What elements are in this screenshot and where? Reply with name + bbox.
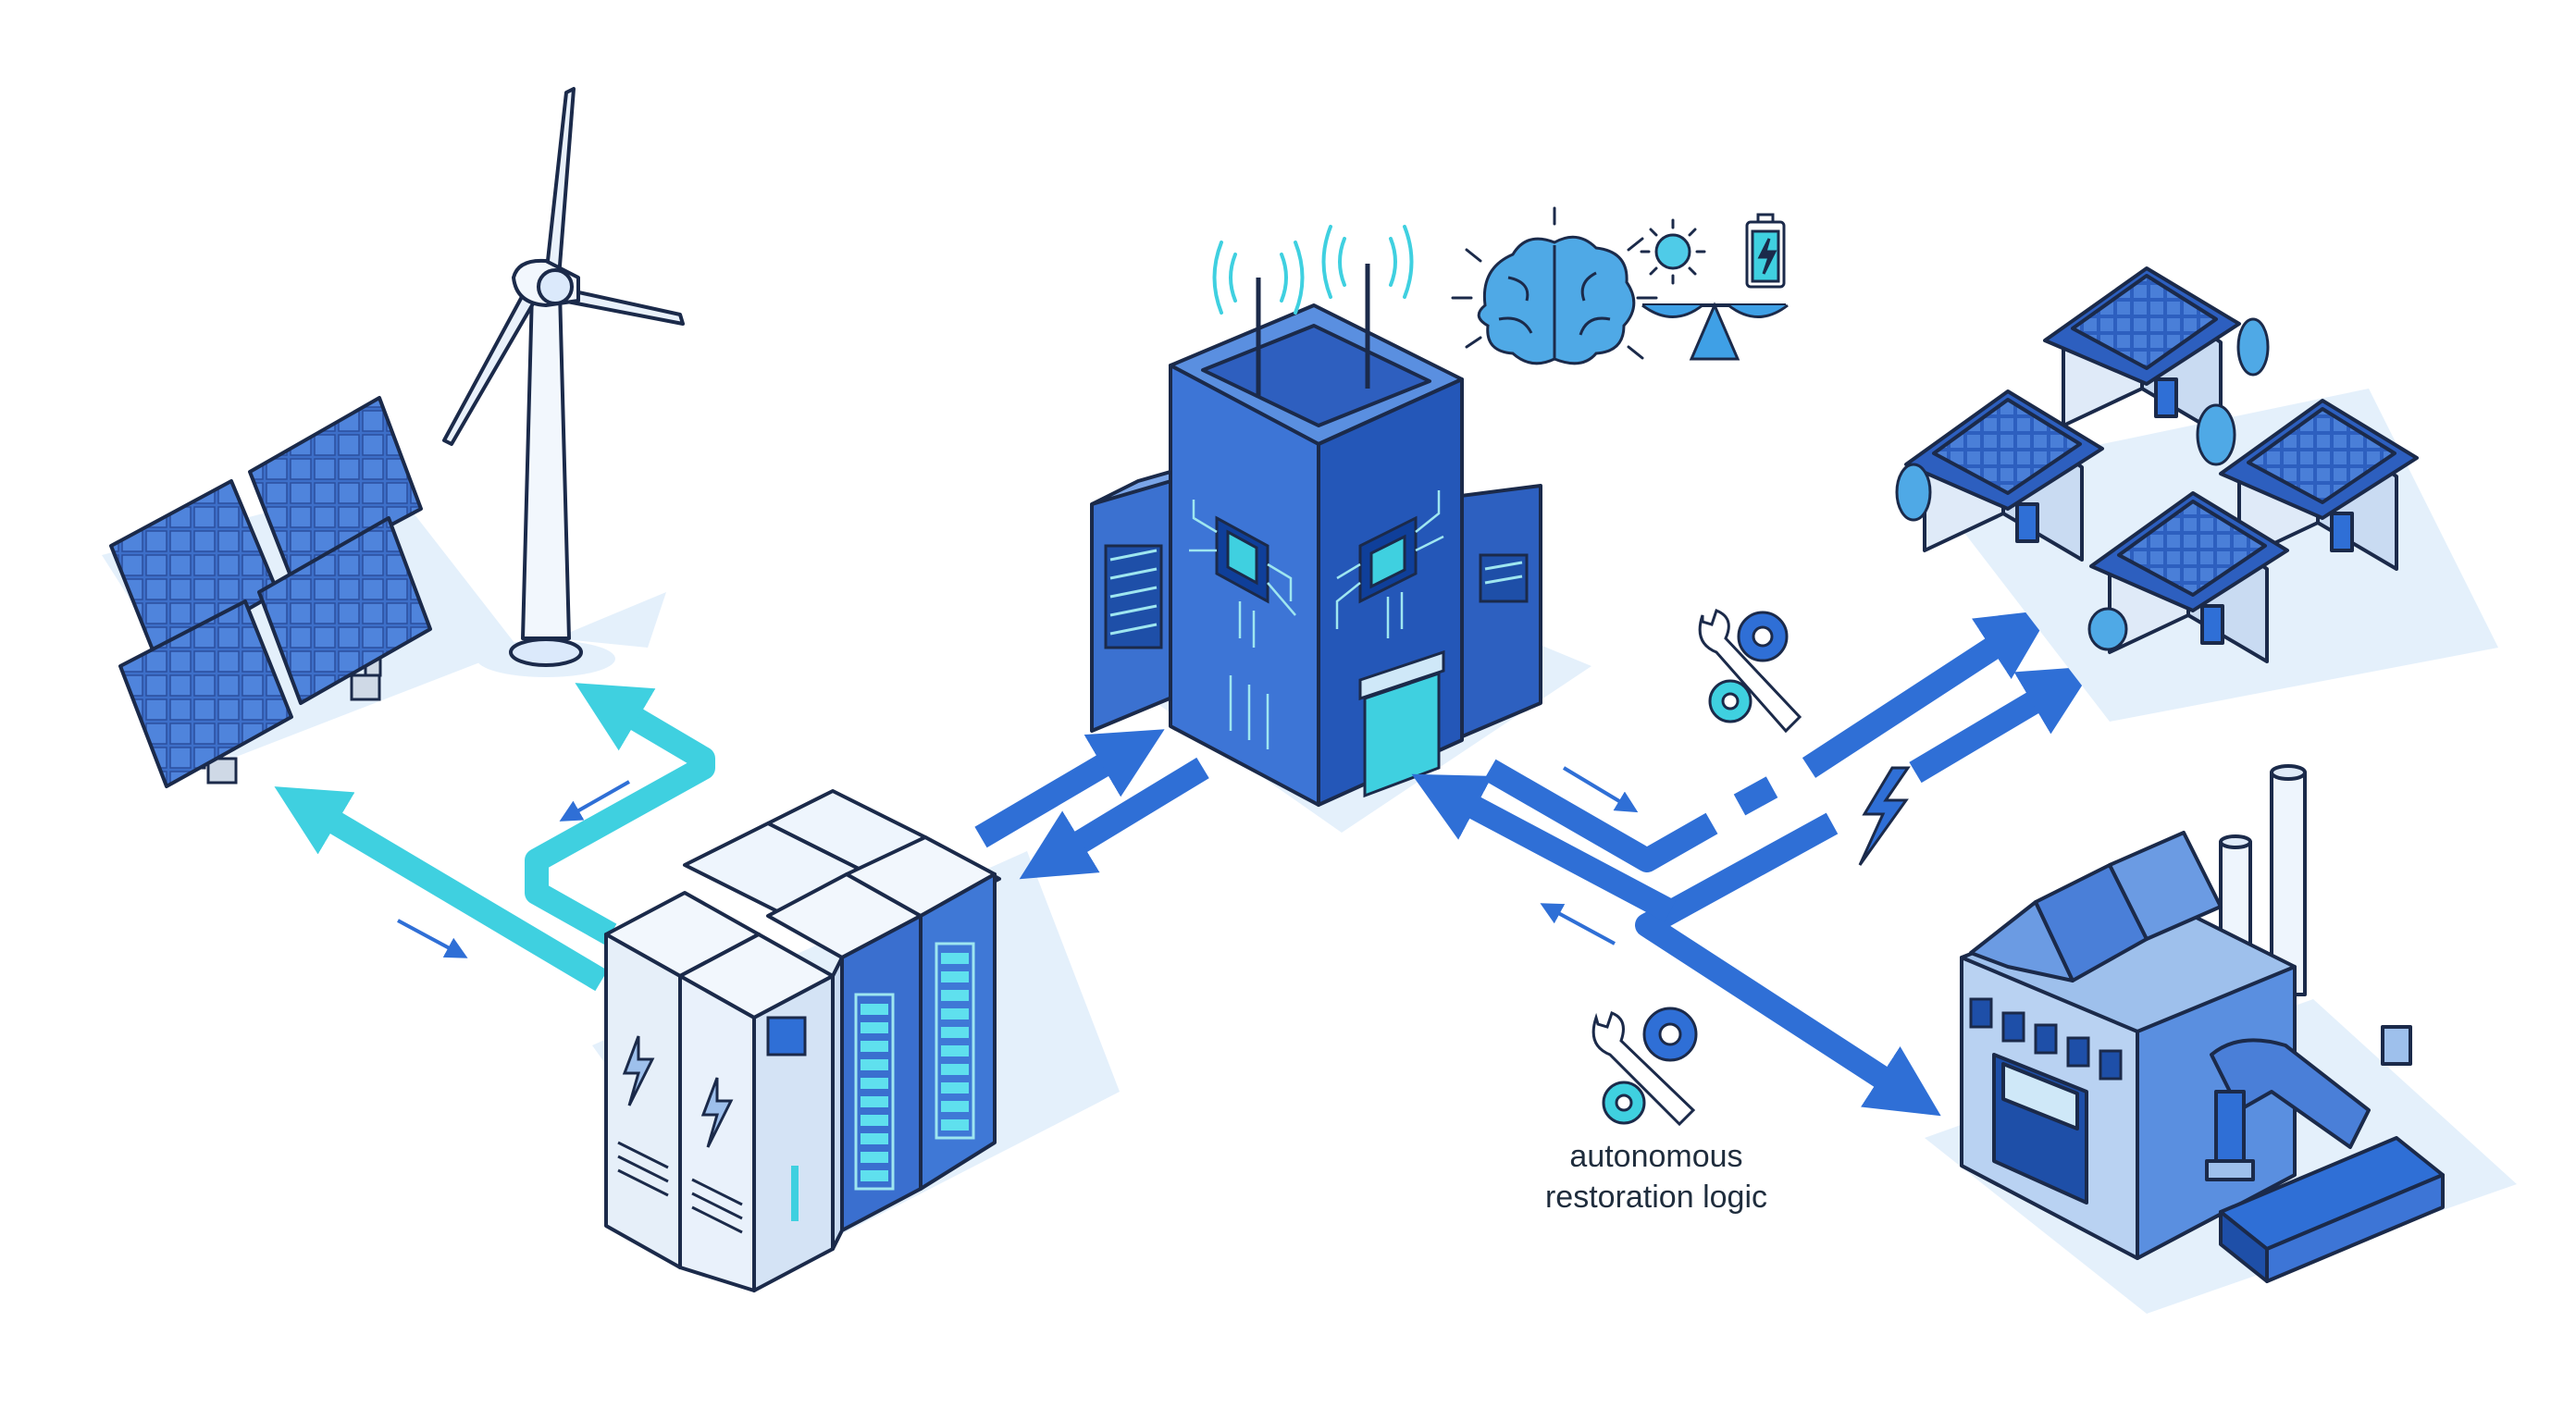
battery-storage-icon: [592, 789, 1120, 1292]
battery-control-flow: [974, 729, 1209, 880]
balance-scale-icon: [1640, 213, 1789, 361]
small-arrows-left: [397, 780, 630, 958]
factory-icon: [1925, 764, 2517, 1314]
teal-power-flow: [274, 683, 715, 992]
caption-line-1: autonomous: [1569, 1139, 1743, 1174]
restoration-gear-icon: [1591, 1007, 1698, 1127]
caption-line-2: restoration logic: [1544, 1180, 1767, 1215]
ai-brain-icon: [1451, 206, 1658, 365]
restoration-logic-label: autonomous restoration logic: [1517, 1136, 1795, 1217]
wrench-gear-icon: [1698, 609, 1802, 734]
small-arrows-right: [1540, 766, 1639, 945]
wind-turbine-icon: [442, 87, 685, 677]
control-center-icon: [1090, 225, 1591, 833]
solar-panel-icon: [102, 396, 518, 788]
distribution-flow: [1411, 609, 2095, 1117]
lightning-bolt-icon: [1858, 766, 1911, 866]
houses-icon: [1895, 266, 2498, 722]
